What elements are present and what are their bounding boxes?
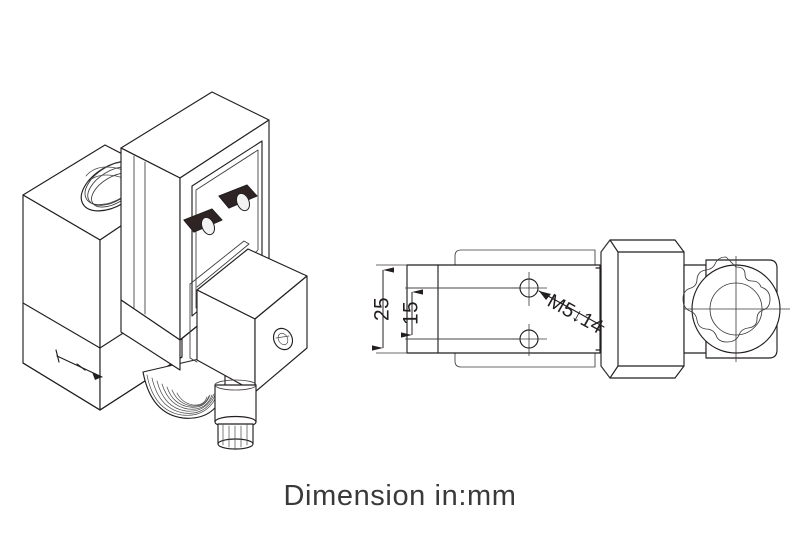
knurled-nut (214, 379, 257, 450)
leader-line-thread (538, 290, 605, 328)
connector-screw (272, 327, 294, 351)
plan-view (406, 239, 790, 379)
dimension-value-25: 25 (371, 297, 394, 321)
dimension-value-15: 15 (400, 301, 423, 325)
din-connector-box (189, 240, 308, 393)
caption: Dimension in:mm (284, 480, 517, 512)
coil-outline (454, 249, 596, 368)
flow-direction-arrow (55, 349, 103, 380)
terminal-pin-right (218, 184, 258, 212)
leader-arrow-thread (539, 291, 551, 300)
splined-connector-end (682, 256, 790, 362)
terminal-pin-left (183, 208, 223, 236)
mounting-hole-lower[interactable] (511, 324, 547, 356)
hex-nut (595, 239, 685, 379)
isometric-view (22, 91, 308, 450)
